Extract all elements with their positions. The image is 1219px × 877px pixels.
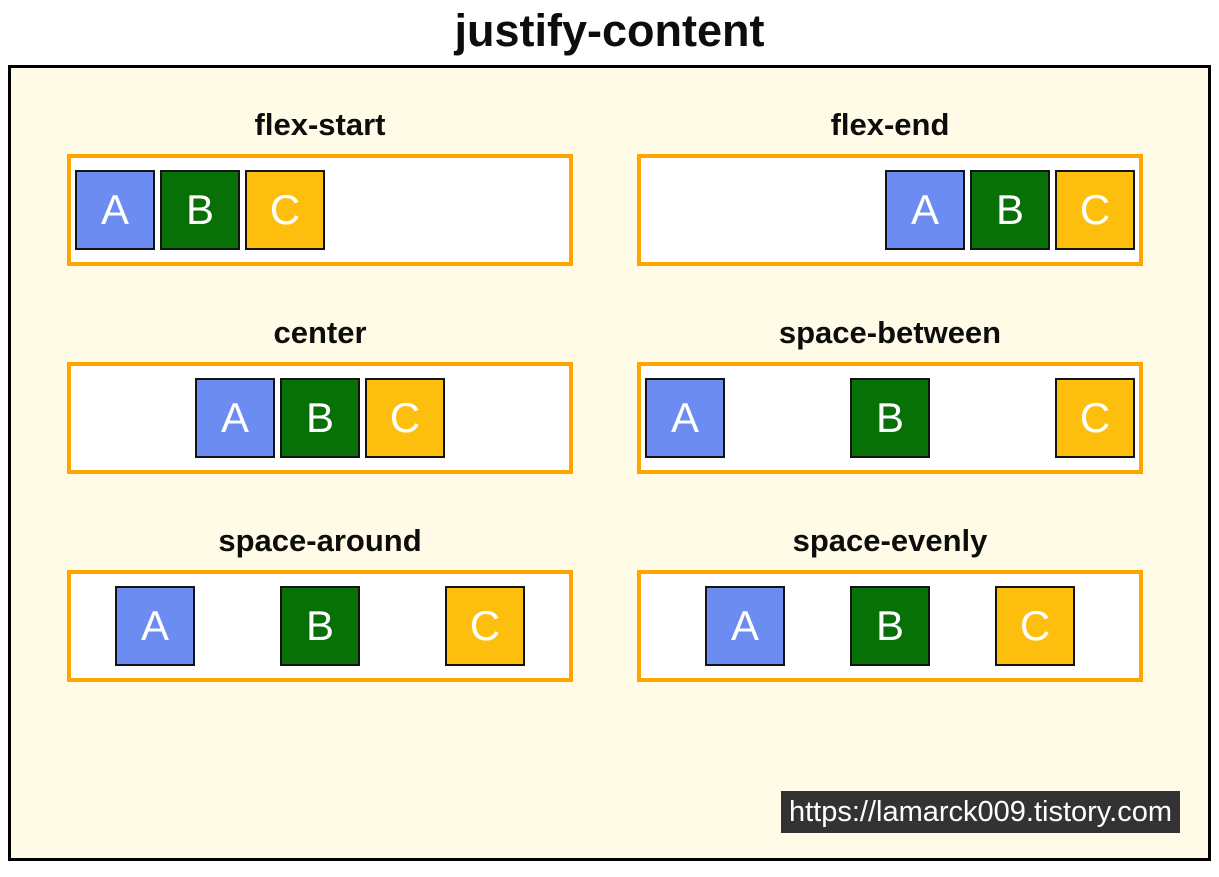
flex-item-b: B	[970, 170, 1050, 250]
flex-item-a: A	[705, 586, 785, 666]
panel-title-space-around: space-around	[218, 523, 422, 558]
panel: space-around A B C	[67, 524, 573, 682]
flex-item-c: C	[1055, 170, 1135, 250]
flex-item-c: C	[245, 170, 325, 250]
flex-item-a: A	[885, 170, 965, 250]
flex-item-c: C	[995, 586, 1075, 666]
flex-item-c: C	[1055, 378, 1135, 458]
flex-item-b: B	[160, 170, 240, 250]
flex-item-a: A	[115, 586, 195, 666]
page-title: justify-content	[454, 5, 765, 56]
flex-item-b: B	[280, 586, 360, 666]
flex-item-b: B	[850, 586, 930, 666]
watermark: https://lamarck009.tistory.com	[780, 791, 1180, 833]
panel-title-space-between: space-between	[778, 315, 1002, 350]
panel-title-space-evenly: space-evenly	[792, 523, 988, 558]
flex-container-space-between: A B C	[637, 362, 1143, 474]
flex-item-a: A	[75, 170, 155, 250]
flex-item-c: C	[365, 378, 445, 458]
panel: space-between A B C	[637, 316, 1143, 474]
panel-title-flex-end: flex-end	[830, 107, 950, 142]
flex-item-a: A	[195, 378, 275, 458]
flex-item-a: A	[645, 378, 725, 458]
flex-item-c: C	[445, 586, 525, 666]
flex-container-space-around: A B C	[67, 570, 573, 682]
panel-title-flex-start: flex-start	[254, 107, 386, 142]
panel-title-center: center	[273, 315, 367, 350]
flex-item-b: B	[280, 378, 360, 458]
flex-item-b: B	[850, 378, 930, 458]
